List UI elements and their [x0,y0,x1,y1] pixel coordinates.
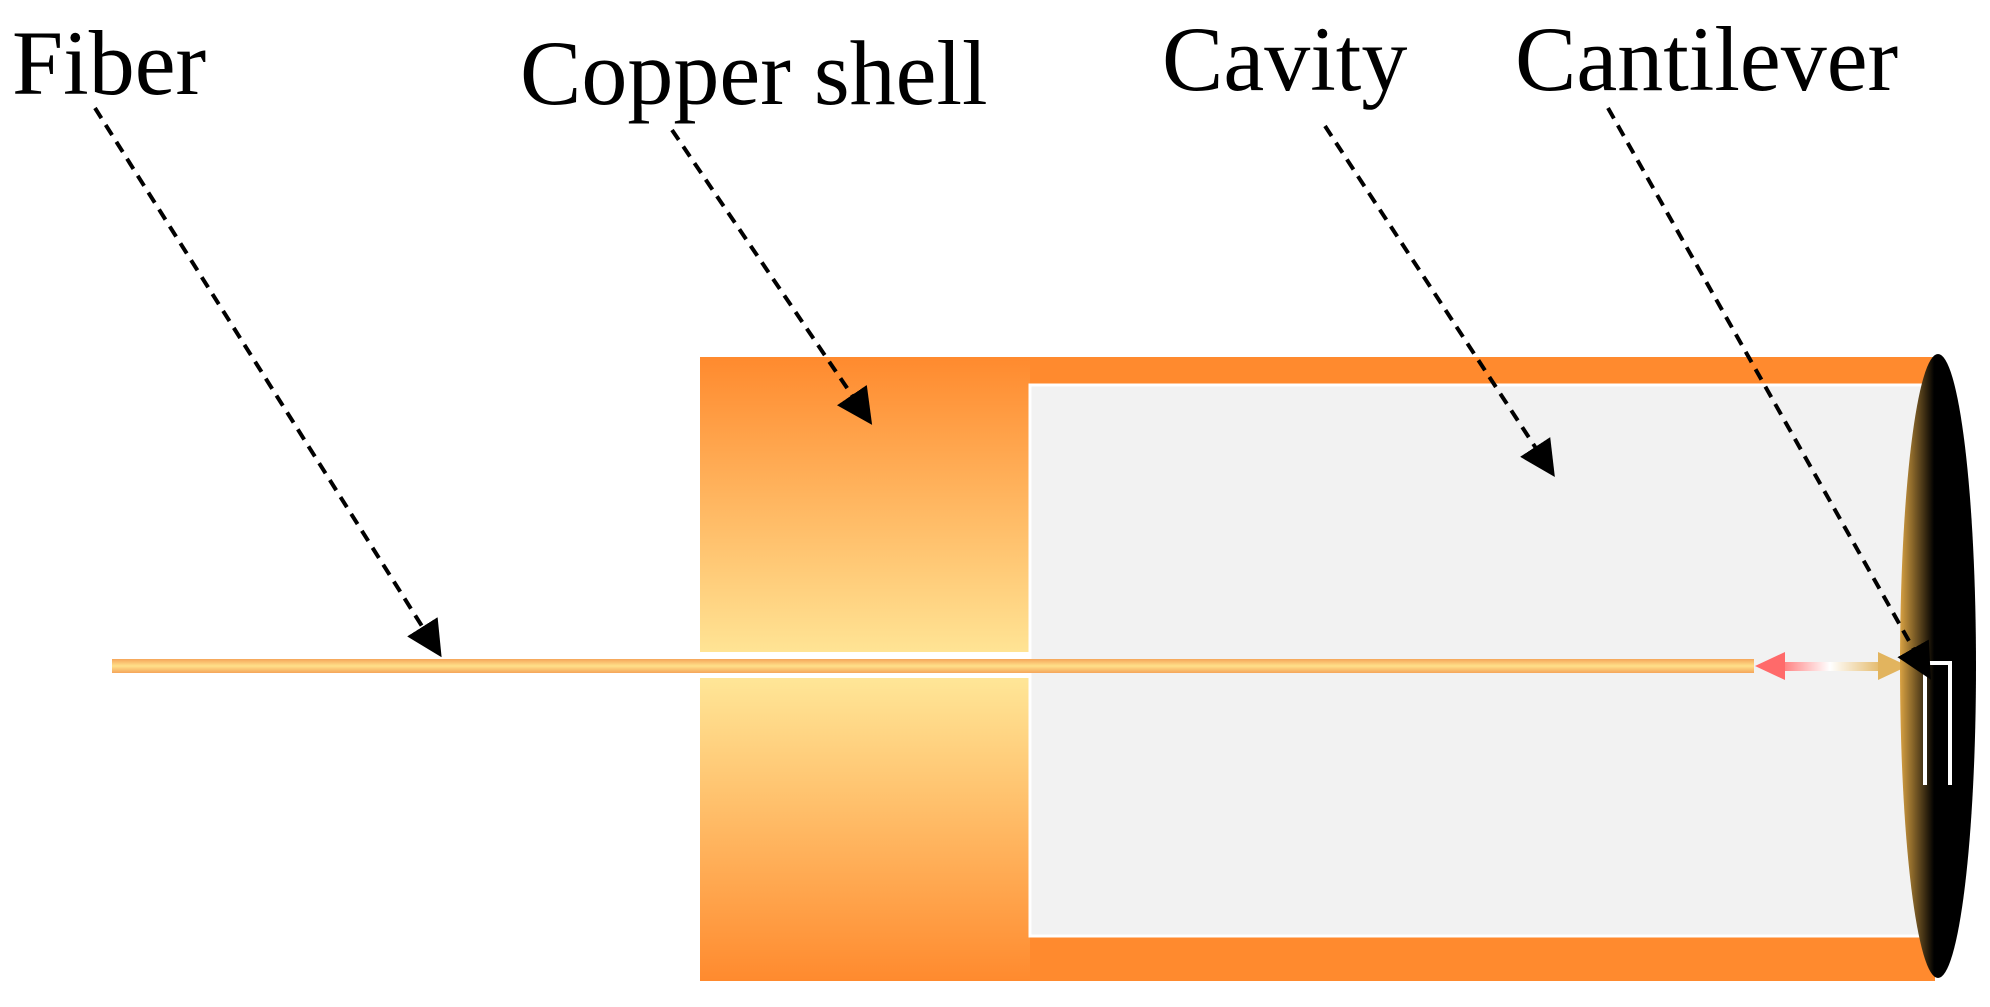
fiber-leader [93,106,442,658]
cavity-leader [1323,124,1555,478]
copper-shell-bottom-band [1030,936,1935,981]
label-cavity: Cavity [1162,8,1407,110]
cantilever [1923,661,1952,785]
label-copper-shell: Copper shell [520,22,988,124]
diaphragm [1900,354,1976,978]
copper-shell-leader [670,128,873,425]
cantilever-leader [1606,107,1931,680]
copper-shell-top-band [1030,357,1935,385]
leader-lines [93,106,1931,680]
fiber [112,659,1754,673]
label-fiber: Fiber [12,12,206,114]
label-cantilever: Cantilever [1515,8,1898,110]
gap-arrow [1755,652,1908,680]
